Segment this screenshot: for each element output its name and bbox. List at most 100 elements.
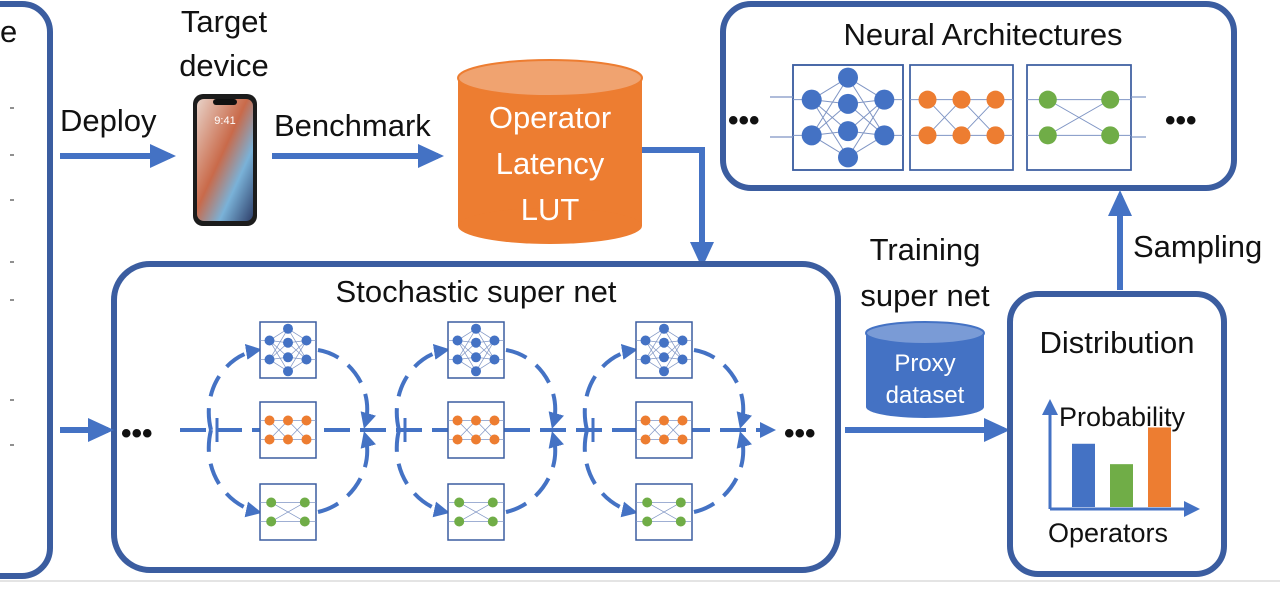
architecture-orange-icon-node [952,90,971,109]
distribution-panel: Distribution Probability Operators [1007,291,1227,577]
left-panel: e [0,1,53,579]
supernet-op-green-stage-2-node [487,516,498,527]
supernet-op-green-stage-1-node [299,497,310,508]
architecture-blue-icon-node [838,67,858,88]
distribution-bar-orange [1148,427,1171,507]
architectures-ellipsis-left: ••• [728,104,760,137]
benchmark-label: Benchmark [274,108,431,143]
proxy-dataset-cylinder: Proxy dataset [865,321,985,418]
supernet-op-blue-stage-1-edge [287,328,307,360]
lut-label-line1: Operator [489,100,611,135]
target-device-label-line2: device [179,48,269,83]
supernet-op-orange-stage-2-node [471,415,481,426]
architecture-blue-icon-edge [847,77,885,136]
supernet-op-green-stage-1-node [299,516,310,527]
supernet-op-green-stage-3-node [642,516,653,527]
proxy-dataset-line2: dataset [886,382,965,409]
supernet-op-blue-stage-3-edge [663,328,683,360]
operators-axis-label: Operators [1048,518,1168,548]
supernet-op-blue-stage-1-node [264,354,275,365]
phone-icon: 9:41 [193,94,257,226]
supernet-branch-top-in [394,343,450,431]
architecture-blue-icon-node [874,125,895,146]
architecture-blue-icon [792,64,904,171]
architecture-orange-icon-node [952,126,971,145]
supernet-op-blue-stage-3-node [659,366,669,377]
supernet-op-green-stage-2-edge [459,502,493,522]
supernet-op-blue-stage-3-edge [645,340,665,372]
supernet-op-blue-stage-1-edge [269,328,289,360]
supernet-branch-bottom-in [394,429,450,518]
supernet-op-blue-stage-3-node [677,335,688,346]
supernet-op-blue-stage-3-node [659,337,669,348]
architecture-blue-icon-edge [811,77,849,136]
supernet-op-orange-stage-3-frame [635,401,693,459]
architecture-green-icon-node [1101,90,1120,109]
supernet-op-blue-stage-2-node [452,335,463,346]
supernet-op-orange-stage-2-node [489,434,500,445]
supernet-op-green-stage-1-node [266,516,277,527]
supernet-op-green-stage-2-node [454,497,465,508]
supernet-op-orange-stage-2-node [452,415,463,426]
stochastic-super-net-panel: Stochastic super net ••• ••• [111,261,841,573]
supernet-op-blue-stage-3-node [677,354,688,365]
supernet-op-blue-stage-3-edge [645,328,665,360]
architecture-blue-icon-node [801,125,822,146]
supernet-op-orange-stage-1 [259,401,317,459]
supernet-op-orange-stage-3-node [640,415,651,426]
architecture-green-icon-edge [1047,99,1111,136]
architecture-orange-icon-frame [909,64,1014,171]
architecture-blue-icon-node [838,93,858,114]
supernet-op-blue-stage-2-node [489,335,500,346]
distribution-bar-blue [1072,443,1095,507]
supernet-op-green-stage-3-frame [635,483,693,541]
supernet-op-blue-stage-2-edge [457,340,477,372]
supernet-op-green-stage-3 [635,483,693,541]
supernet-op-blue-stage-2-node [471,366,481,377]
supernet-op-green-stage-1-edge [271,502,305,522]
supernet-op-blue-stage-2-edge [475,340,495,372]
supernet-op-green-stage-3-edge [647,502,681,522]
supernet-op-orange-stage-2-node [489,415,500,426]
supernet-op-orange-stage-3-node [677,415,688,426]
supernet-op-blue-stage-3 [635,321,693,379]
supernet-op-orange-stage-3 [635,401,693,459]
supernet-op-blue-stage-3-node [640,354,651,365]
supernet-branch-bottom-out [317,431,376,514]
supernet-op-blue-stage-2-node [471,352,481,363]
architecture-blue-icon-node [838,147,858,168]
supernet-op-blue-stage-1-node [301,354,312,365]
supernet-ellipsis-left: ••• [121,417,153,450]
training-super-net-line2: super net [860,278,990,313]
supernet-op-blue-stage-3-edge [663,340,683,372]
supernet-op-blue-stage-3-node [659,352,669,363]
supernet-op-orange-stage-2 [447,401,505,459]
supernet-branch-bottom-out [505,431,564,514]
supernet-op-blue-stage-3-node [640,335,651,346]
sampling-label: Sampling [1133,229,1262,264]
supernet-op-blue-stage-2-edge [457,328,477,360]
supernet-op-green-stage-1-node [266,497,277,508]
supernet-op-blue-stage-2-node [471,323,481,334]
supernet-op-orange-stage-1-node [283,415,293,426]
deploy-label: Deploy [60,103,157,138]
architecture-orange-icon-node [986,126,1005,145]
architecture-orange-icon [909,64,1014,171]
supernet-op-orange-stage-3-node [640,434,651,445]
stochastic-super-net-title: Stochastic super net [336,274,617,309]
operator-latency-lut-cylinder: Operator Latency LUT [457,59,643,244]
distribution-title: Distribution [1039,325,1194,360]
supernet-op-orange-stage-1-node [283,434,293,445]
supernet-op-orange-stage-1-node [264,415,275,426]
supernet-op-orange-stage-1-node [301,434,312,445]
distribution-bar-green [1110,464,1133,507]
supernet-op-blue-stage-1-node [264,335,275,346]
supernet-op-blue-stage-3-node [659,323,669,334]
architecture-orange-icon-node [986,90,1005,109]
supernet-op-blue-stage-2-node [489,354,500,365]
supernet-op-blue-stage-1-node [283,366,293,377]
supernet-op-blue-stage-2-node [471,337,481,348]
architecture-blue-icon-edge [847,99,885,158]
supernet-branch-bottom-in [582,429,638,518]
